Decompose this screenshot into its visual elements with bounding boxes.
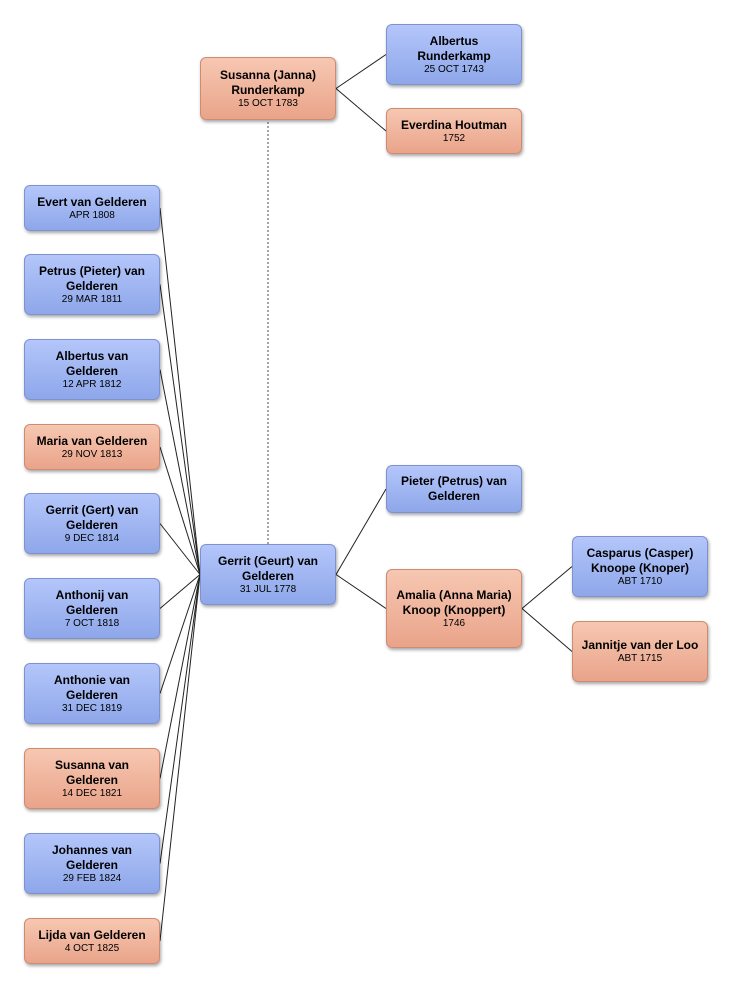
person-date: 1746	[442, 617, 466, 629]
descendant-link	[159, 574, 201, 779]
descendant-link	[159, 574, 201, 864]
person-card-albertus-runderkamp[interactable]: Albertus Runderkamp 25 OCT 1743	[386, 24, 522, 85]
person-card-susanna-runderkamp[interactable]: Susanna (Janna) Runderkamp 15 OCT 1783	[200, 57, 336, 120]
person-date: 31 DEC 1819	[61, 702, 123, 714]
person-name: Lijda van Gelderen	[38, 927, 146, 942]
person-card-gerrit-gert-van-gelderen[interactable]: Gerrit (Gert) van Gelderen 9 DEC 1814	[24, 493, 160, 554]
person-card-everdina-houtman[interactable]: Everdina Houtman 1752	[386, 108, 522, 154]
person-date: 7 OCT 1818	[64, 617, 120, 629]
descendant-link	[159, 574, 201, 609]
person-date: ABT 1710	[617, 575, 663, 587]
person-card-maria-van-gelderen[interactable]: Maria van Gelderen 29 NOV 1813	[24, 424, 160, 470]
person-name: Petrus (Pieter) van Gelderen	[38, 263, 146, 293]
person-card-casparus-knoope[interactable]: Casparus (Casper) Knoope (Knoper) ABT 17…	[572, 536, 708, 597]
person-date: 9 DEC 1814	[64, 532, 120, 544]
person-name: Casparus (Casper) Knoope (Knoper)	[586, 545, 694, 575]
person-name: Susanna (Janna) Runderkamp	[219, 67, 317, 97]
descendant-link	[159, 446, 201, 575]
person-card-pieter-petrus-van-gelderen[interactable]: Pieter (Petrus) van Gelderen	[386, 465, 522, 513]
person-card-gerrit-geurt-van-gelderen[interactable]: Gerrit (Geurt) van Gelderen 31 JUL 1778	[200, 544, 336, 605]
person-name: Johannes van Gelderen	[51, 842, 133, 872]
person-card-petrus-van-gelderen[interactable]: Petrus (Pieter) van Gelderen 29 MAR 1811	[24, 254, 160, 315]
person-date: APR 1808	[69, 209, 115, 221]
person-card-amalia-knoop[interactable]: Amalia (Anna Maria) Knoop (Knoppert) 174…	[386, 569, 522, 648]
person-date: 14 DEC 1821	[61, 787, 123, 799]
descendant-link	[159, 369, 201, 575]
person-card-anthonij-van-gelderen[interactable]: Anthonij van Gelderen 7 OCT 1818	[24, 578, 160, 639]
person-name: Anthonij van Gelderen	[55, 587, 129, 617]
person-date: 25 OCT 1743	[424, 63, 484, 75]
descendant-link	[159, 574, 201, 694]
person-date: ABT 1715	[617, 653, 663, 664]
person-name: Gerrit (Gert) van Gelderen	[45, 502, 139, 532]
person-card-lijda-van-gelderen[interactable]: Lijda van Gelderen 4 OCT 1825	[24, 918, 160, 964]
person-name: Jannitje van der Loo	[581, 638, 699, 652]
person-card-jannitje-van-der-loo[interactable]: Jannitje van der Loo ABT 1715	[572, 621, 708, 682]
person-name: Amalia (Anna Maria) Knoop (Knoppert)	[396, 587, 512, 617]
person-date: 4 OCT 1825	[64, 942, 120, 954]
person-date: 29 FEB 1824	[62, 872, 122, 884]
person-card-anthonie-van-gelderen[interactable]: Anthonie van Gelderen 31 DEC 1819	[24, 663, 160, 724]
descendant-link	[159, 523, 201, 575]
person-name: Maria van Gelderen	[36, 433, 148, 448]
descendant-link	[159, 574, 201, 942]
person-date: 31 JUL 1778	[239, 583, 297, 595]
person-date: 15 OCT 1783	[238, 97, 298, 109]
person-card-johannes-van-gelderen[interactable]: Johannes van Gelderen 29 FEB 1824	[24, 833, 160, 894]
ancestor-link	[521, 608, 573, 652]
ancestor-link	[521, 566, 573, 609]
person-name: Albertus van Gelderen	[55, 348, 129, 378]
ancestor-link	[335, 574, 387, 609]
person-card-evert-van-gelderen[interactable]: Evert van Gelderen APR 1808	[24, 185, 160, 231]
person-date: 29 MAR 1811	[61, 293, 123, 305]
person-date: 29 NOV 1813	[61, 448, 123, 460]
person-name: Pieter (Petrus) van Gelderen	[400, 474, 508, 503]
person-name: Albertus Runderkamp	[417, 33, 491, 63]
descendant-link	[159, 284, 201, 575]
person-name: Everdina Houtman	[400, 117, 508, 132]
person-name: Susanna van Gelderen	[54, 757, 130, 787]
person-date: 1752	[442, 132, 466, 144]
person-name: Evert van Gelderen	[37, 194, 147, 209]
person-name: Anthonie van Gelderen	[53, 672, 130, 702]
ancestor-link	[335, 488, 387, 575]
person-date: 12 APR 1812	[62, 378, 122, 390]
person-name: Gerrit (Geurt) van Gelderen	[217, 553, 319, 583]
person-card-susanna-van-gelderen[interactable]: Susanna van Gelderen 14 DEC 1821	[24, 748, 160, 809]
descendant-link	[159, 207, 201, 575]
person-card-albertus-van-gelderen[interactable]: Albertus van Gelderen 12 APR 1812	[24, 339, 160, 400]
ancestor-link	[335, 54, 387, 89]
ancestor-link	[335, 88, 387, 132]
